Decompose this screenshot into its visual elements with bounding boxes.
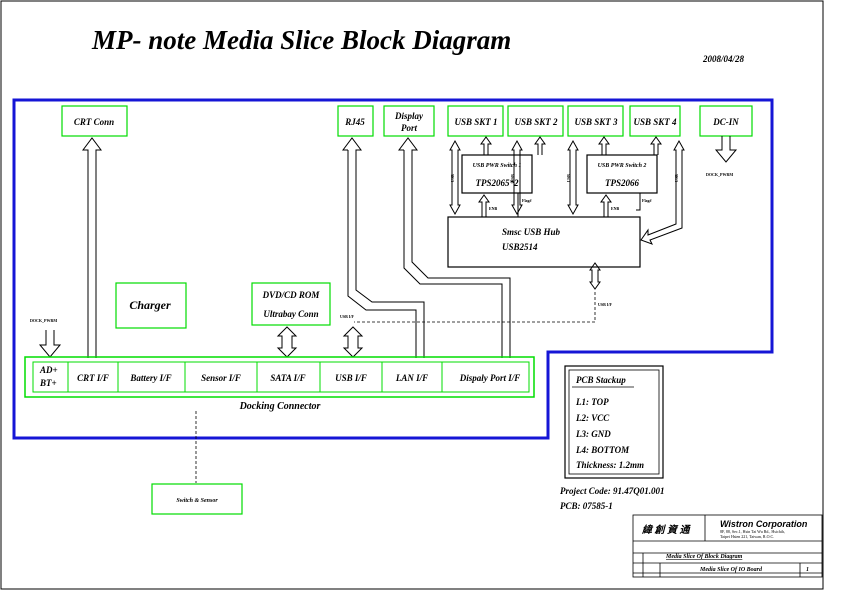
media-slice-outline	[12, 98, 774, 440]
title-block	[632, 514, 823, 578]
usb-if-tag: USB I/F	[340, 314, 354, 319]
display-port-label-2: Port	[401, 123, 418, 133]
dock-cell-battery: Battery I/F	[129, 373, 171, 383]
enb-tag-1: ENB	[489, 206, 498, 211]
usb-skt2-label: USB SKT 2	[514, 117, 558, 127]
rj45-block: RJ45	[337, 105, 374, 137]
usb-skt1-label: USB SKT 1	[454, 117, 497, 127]
pcb-stackup-thickness: Thickness: 1.2mm	[576, 460, 644, 470]
crt-arrow	[82, 137, 102, 358]
display-port-label-1: Display	[394, 111, 424, 121]
diagram-date: 2008/04/28	[702, 54, 745, 64]
dock-cell-sata: SATA I/F	[270, 373, 305, 383]
usb-pwr-switch2-title: USB PWR Switch 2	[598, 163, 647, 169]
dc-in-dock-pwrm-label: DOCK_PWRM	[706, 172, 733, 177]
dock-cell-crt: CRT I/F	[77, 373, 109, 383]
display-port-wire	[398, 137, 511, 358]
diagram-title: MP- note Media Slice Block Diagram	[91, 25, 511, 55]
usb-pwr-switch1: USB PWR Switch 1 TPS2065*2	[461, 154, 533, 194]
dock-cell-sensor: Sensor I/F	[201, 373, 241, 383]
docking-connector-label: Docking Connector	[239, 401, 321, 412]
title-block-chinese: 緯 創 資 通	[641, 524, 691, 536]
dc-in-arrow	[714, 136, 738, 163]
usb-skt3-block: USB SKT 3	[567, 105, 624, 137]
dvd-rom-label-1: DVD/CD ROM	[262, 290, 321, 300]
dock-ad-plus: AD+	[39, 365, 58, 375]
usb-skt3-label: USB SKT 3	[574, 117, 618, 127]
usb-tag-1: USB	[450, 174, 455, 182]
hub-down-arrow	[589, 262, 601, 290]
switch-sensor-block: Switch & Sensor	[151, 483, 243, 515]
dc-in-label: DC-IN	[712, 117, 739, 127]
page-border	[0, 0, 824, 590]
usb-skt4-label: USB SKT 4	[633, 117, 677, 127]
pcb-stackup-title: PCB Stackup	[576, 375, 626, 385]
docking-connector	[24, 356, 535, 398]
dock-cell-display-port: Dispaly Port I/F	[459, 373, 521, 383]
usb-skt1-block: USB SKT 1	[447, 105, 504, 137]
usb-tag-2: USB	[510, 174, 515, 182]
usb-pwr-switch2: USB PWR Switch 2 TPS2066	[586, 154, 658, 194]
charger-label: Charger	[129, 298, 171, 312]
usb-pwr-switch1-part: TPS2065*2	[475, 178, 519, 188]
usb-if-arrow	[342, 326, 364, 358]
dock-cell-usb: USB I/F	[335, 373, 367, 383]
enb-tag-2: ENB	[611, 206, 620, 211]
dock-cell-lan: LAN I/F	[395, 373, 428, 383]
display-port-block: Display Port	[383, 105, 435, 137]
flag-tag-2: Flag#	[642, 198, 652, 203]
dvd-rom-block: DVD/CD ROM Ultrabay Conn	[251, 282, 331, 326]
charger-block: Charger	[115, 282, 187, 329]
usb-hub-label-1: Smsc USB Hub	[502, 227, 561, 237]
usb-skt-hub-arrows	[449, 136, 685, 245]
project-code: Project Code: 91.47Q01.001	[560, 486, 664, 496]
crt-conn-block: CRT Conn	[61, 105, 128, 137]
usb-hub-block: Smsc USB Hub USB2514	[447, 216, 641, 268]
dc-in-block: DC-IN	[699, 105, 753, 137]
rj45-wire	[342, 137, 425, 358]
dvd-rom-label-2: Ultrabay Conn	[263, 309, 318, 319]
switch-sensor-label: Switch & Sensor	[176, 498, 218, 504]
title-block-rev: 1	[806, 567, 809, 573]
usb-skt2-block: USB SKT 2	[507, 105, 564, 137]
rj45-label: RJ45	[344, 117, 365, 127]
title-block-addr1: 8F, 88, Sec.1, Hsin Tai Wu Rd., Hsichih,	[720, 529, 785, 535]
title-block-title: Media Slice Of Block Diagram	[665, 554, 743, 560]
crt-conn-label: CRT Conn	[74, 117, 114, 127]
usb-hub-label-2: USB2514	[502, 242, 538, 252]
title-block-company: Wistron Corporation	[720, 519, 808, 529]
sata-arrow	[276, 326, 298, 358]
flag-tag-1: Flag#	[522, 198, 532, 203]
pcb-stackup-l4: L4: BOTTOM	[575, 445, 630, 455]
pcb-stackup-l3: L3: GND	[575, 429, 611, 439]
title-block-doc-name: Media Slice Of IO Board	[699, 567, 763, 573]
dock-pwrm-arrow	[38, 330, 62, 358]
usb-tag-4: USB	[674, 174, 679, 182]
pcb-stackup-l1: L1: TOP	[575, 397, 609, 407]
pcb-stackup-l2: L2: VCC	[575, 413, 610, 423]
hub-usb-if-dashed	[354, 292, 596, 323]
usb-skt4-block: USB SKT 4	[629, 105, 681, 137]
hub-usb-if-tag: USB I/F	[598, 302, 612, 307]
usb-tag-3: USB	[566, 174, 571, 182]
title-block-addr2: Taipei Hsien 221, Taiwan, R.O.C.	[720, 534, 774, 540]
pcb-number: PCB: 07585-1	[560, 501, 613, 511]
dock-bt-plus: BT+	[39, 378, 57, 388]
usb-pwr-switch1-title: USB PWR Switch 1	[473, 163, 522, 169]
left-dock-pwrm-label: DOCK_PWRM	[30, 318, 57, 323]
pcb-stackup-block: PCB Stackup L1: TOP L2: VCC L3: GND L4: …	[564, 365, 664, 479]
usb-pwr-switch2-part: TPS2066	[605, 178, 640, 188]
